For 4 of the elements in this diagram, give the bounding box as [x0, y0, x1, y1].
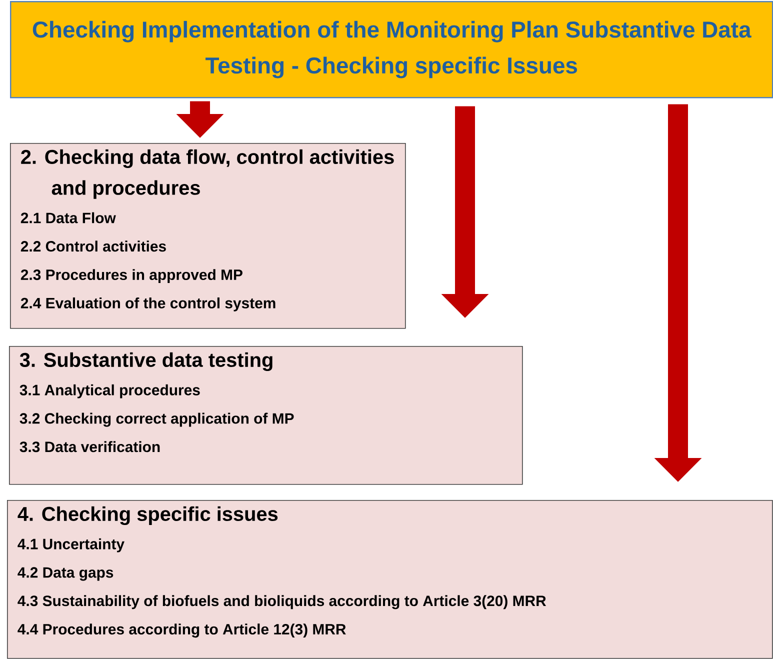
section-box: 2. Checking data flow, control activities and procedures 2.1 Data Flow 2.2 Control activities 2.3 Procedures in approved MP 2.4 Evaluation of the control system [10, 142, 406, 329]
section-box: 3. Substantive data testing 3.1 Analytical procedures 3.2 Checking correct application of MP 3.3 Data verification [9, 346, 523, 485]
title-banner: Checking Implementation of the Monitoring Plan Substantive Data Testing - Checking specific Issues [10, 1, 773, 98]
section-box: 4. Checking specific issues 4.1 Uncertainty 4.2 Data gaps 4.3 Sustainability of biofuels and bioliquids according to Article 3(20) MRR 4.4 Procedures according to Article 12(3) MRR [7, 500, 773, 659]
